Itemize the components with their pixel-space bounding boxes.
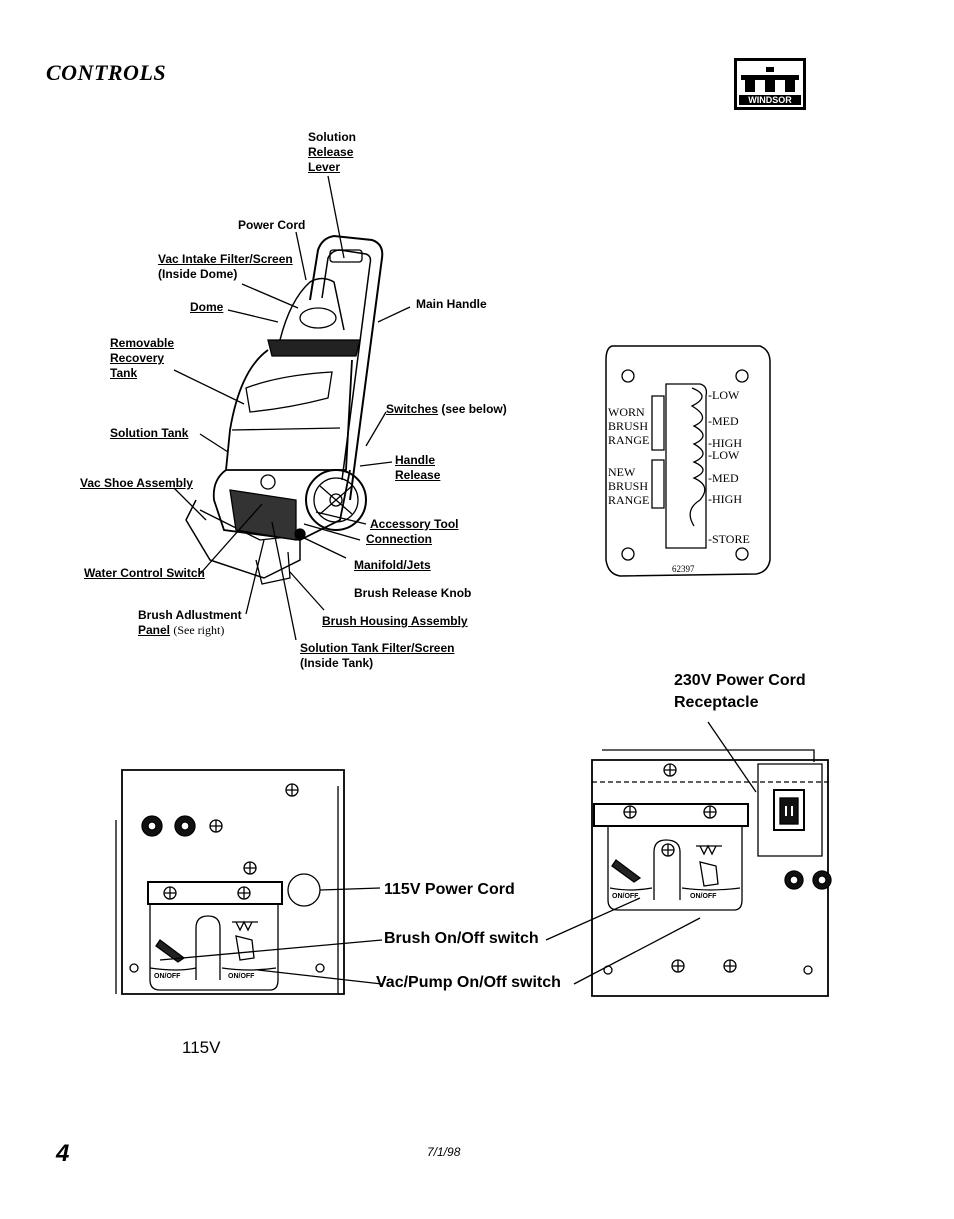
onoff-tag-230-brush: ON/OFF [612,893,639,900]
label-vac-intake-filter: Vac Intake Filter/Screen (Inside Dome) [158,252,293,282]
label-230v-line2: Receptacle [674,694,759,711]
label-230v-power-cord-receptacle: 230V Power Cord Receptacle [674,670,806,714]
page-title: CONTROLS [46,60,167,85]
label-solution-release-lever-line3: Lever [308,160,341,174]
label-switches-note: (see below) [441,402,507,416]
label-vac-intake-filter-line1: Vac Intake Filter/Screen [158,252,293,266]
setting-med-2: -MED [708,471,739,485]
label-removable-recovery-tank: Removable Recovery Tank [110,336,174,381]
label-manifold-jets: Manifold/Jets [354,558,431,572]
setting-low-1: -LOW [708,388,740,402]
label-handle-release: Handle Release [395,453,440,483]
label-accessory-tool-line2: Connection [366,532,432,546]
label-handle-release-line2: Release [395,468,441,482]
panel-230v-drawing [591,749,832,997]
label-water-control-switch: Water Control Switch [84,566,205,580]
worn-brush-range-line1: WORN [608,405,645,419]
part-number: 62397 [672,564,695,574]
label-brush-release-knob: Brush Release Knob [354,586,472,600]
worn-brush-range-line2: BRUSH [608,419,649,433]
label-vac-pump-switch: Vac/Pump On/Off switch [376,974,561,991]
label-solution-tank: Solution Tank [110,426,189,440]
label-brush-adjustment-line1: Brush Adlustment [138,608,242,622]
setting-med-1: -MED [708,414,739,428]
label-brush-adjustment-note: (See right) [173,623,225,637]
brush-adjustment-panel-drawing [605,345,771,577]
onoff-tag-230-vac: ON/OFF [690,893,717,900]
label-solution-tank-filter: Solution Tank Filter/Screen (Inside Tank… [300,641,454,671]
label-solution-tank-filter-note: (Inside Tank) [300,656,374,670]
carpet-extractor-illustration [185,234,384,585]
setting-high-1: -HIGH [708,436,742,450]
label-recovery-tank-line3: Tank [110,366,138,380]
label-switches-text: Switches [386,402,439,416]
label-solution-release-lever-line1: Solution [308,130,356,144]
caption-115v: 115V [182,1038,221,1057]
label-vac-shoe-assembly: Vac Shoe Assembly [80,476,193,490]
label-brush-housing-assembly: Brush Housing Assembly [322,614,468,628]
label-handle-release-line1: Handle [395,453,436,467]
label-solution-release-lever-line2: Release [308,145,354,159]
worn-brush-range-line3: RANGE [608,433,650,447]
setting-store: -STORE [708,532,750,546]
label-brush-adjustment-panel: Brush Adlustment Panel (See right) [138,608,242,638]
panel-115v-drawing [115,769,345,995]
label-accessory-tool-line1: Accessory Tool [370,517,459,531]
new-brush-range-label: NEW BRUSH RANGE [608,465,649,507]
revision-date: 7/1/98 [427,1145,461,1159]
page-number: 4 [56,1140,70,1167]
label-solution-tank-filter-line1: Solution Tank Filter/Screen [300,641,455,655]
logo-brand-text: WINDSOR [739,95,801,105]
label-power-cord: Power Cord [238,218,306,232]
label-recovery-tank-line1: Removable [110,336,175,350]
label-brush-adjustment-line2: Panel [138,623,171,637]
onoff-tag-115-vac: ON/OFF [228,973,255,980]
label-solution-release-lever: Solution Release Lever [308,130,356,175]
new-brush-range-line3: RANGE [608,493,650,507]
windsor-logo-mark [741,67,799,92]
label-accessory-tool-connection: Accessory Tool Connection [366,517,459,547]
label-dome: Dome [190,300,224,314]
label-recovery-tank-line2: Recovery [110,351,165,365]
label-brush-switch: Brush On/Off switch [384,930,539,947]
label-switches: Switches (see below) [386,402,507,417]
setting-low-2: -LOW [708,448,740,462]
onoff-tag-115-brush: ON/OFF [154,973,181,980]
label-main-handle: Main Handle [416,297,487,311]
worn-brush-range-label: WORN BRUSH RANGE [608,405,649,447]
label-230v-line1: 230V Power Cord [674,672,806,689]
label-vac-intake-filter-note: (Inside Dome) [158,267,238,281]
new-brush-range-line1: NEW [608,465,636,479]
new-brush-range-line2: BRUSH [608,479,649,493]
setting-high-2: -HIGH [708,492,742,506]
label-115v-power-cord: 115V Power Cord [384,881,515,898]
windsor-logo: WINDSOR [734,58,806,110]
